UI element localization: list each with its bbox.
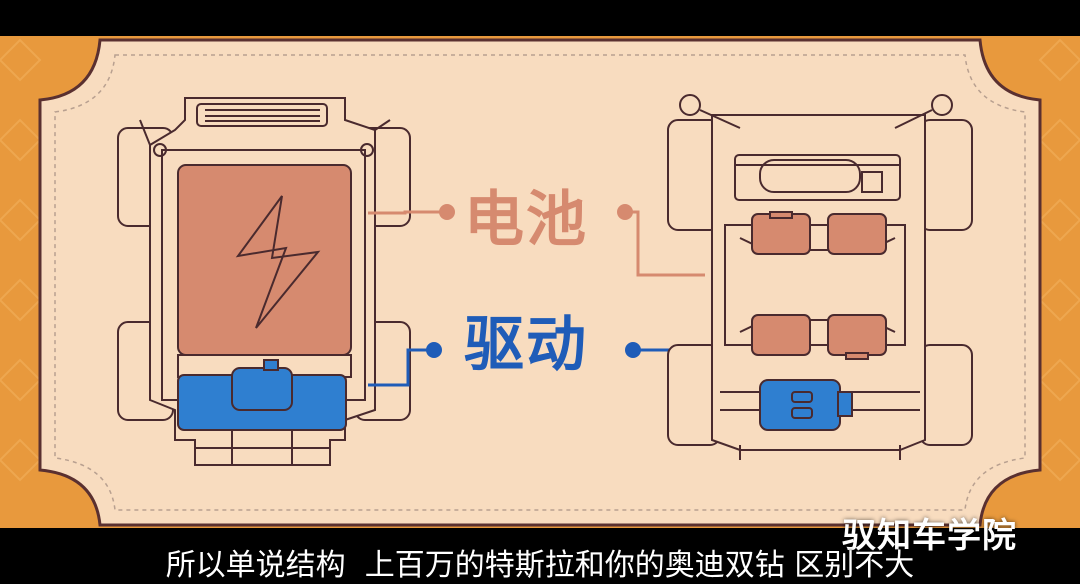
right-car-wheel-rr bbox=[919, 344, 973, 446]
left-car-battery-pack bbox=[177, 164, 352, 356]
right-car-drive-motor bbox=[759, 379, 841, 431]
right-battery-callout bbox=[617, 204, 705, 277]
right-car-battery-cell bbox=[827, 213, 887, 255]
left-car bbox=[117, 97, 411, 466]
right-car-battery-cell bbox=[827, 314, 887, 356]
right-car-wheel-fr bbox=[919, 119, 973, 231]
left-drive-callout bbox=[368, 342, 442, 387]
right-car-battery-cell bbox=[751, 314, 811, 356]
letterbox-bottom bbox=[0, 528, 1080, 580]
right-car bbox=[667, 94, 973, 460]
watermark-logo: 驭知车学院 bbox=[842, 516, 1017, 556]
right-car-battery-cell bbox=[751, 213, 811, 255]
battery-label: 电池 bbox=[464, 185, 588, 255]
letterbox-top bbox=[0, 0, 1080, 36]
left-battery-callout bbox=[368, 204, 455, 220]
video-subtitle: 所以单说结构 上百万的特斯拉和你的奥迪双钻 区别不大 bbox=[165, 548, 915, 583]
lightning-icon bbox=[235, 195, 321, 329]
drive-label: 驱动 bbox=[464, 310, 588, 380]
